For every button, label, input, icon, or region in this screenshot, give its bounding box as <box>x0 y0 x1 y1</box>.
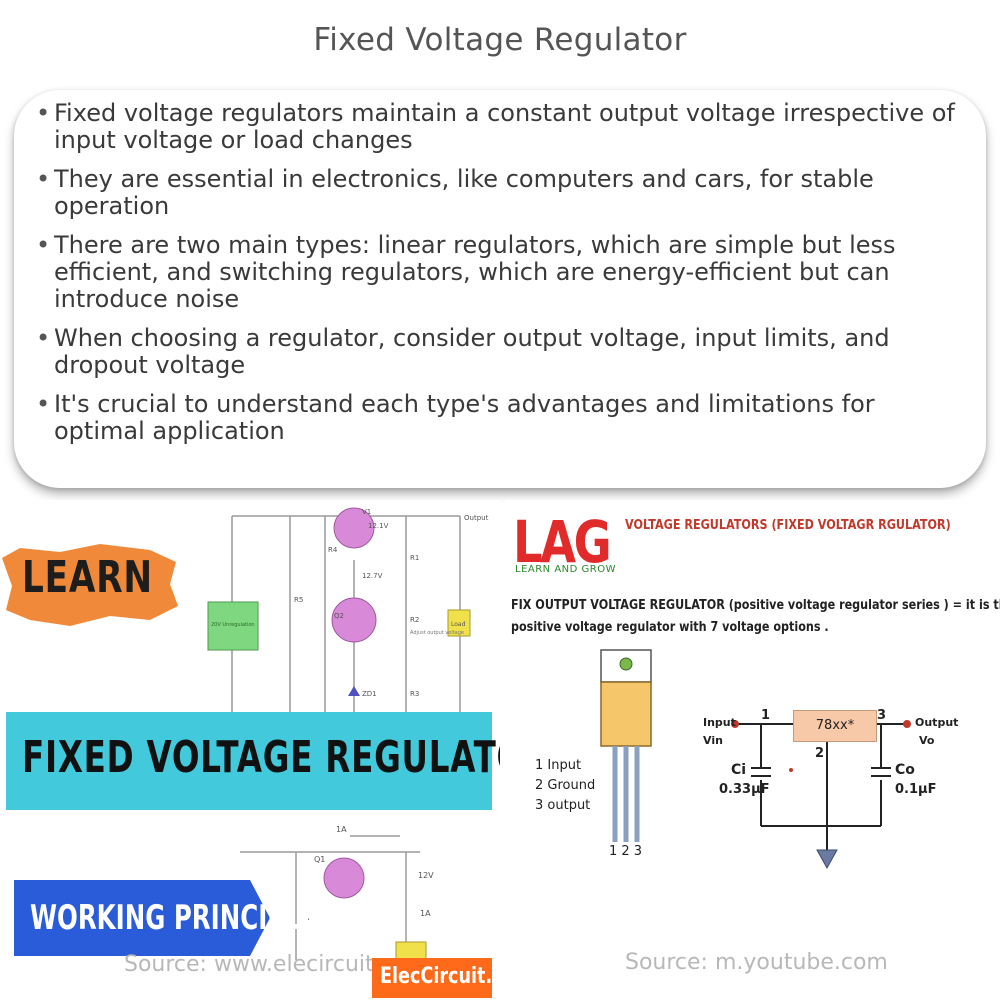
regulator-hole <box>619 657 633 671</box>
bullet-list: Fixed voltage regulators maintain a cons… <box>36 100 964 445</box>
label-r4: R4 <box>328 546 338 554</box>
pin-2-label: 2 Ground <box>535 778 596 793</box>
ci-value: 0.33µF <box>719 782 770 797</box>
co-value: 0.1µF <box>895 782 937 797</box>
bullet-card: Fixed voltage regulators maintain a cons… <box>14 90 986 488</box>
label-1a: 1A <box>336 825 347 834</box>
ci-label: Ci <box>731 762 747 778</box>
label-r: R <box>304 913 310 922</box>
label-zd1: ZD1 <box>362 690 377 698</box>
right-line-1: FIX OUTPUT VOLTAGE REGULATOR (positive v… <box>511 598 1000 613</box>
page-title: Fixed Voltage Regulator <box>313 22 687 58</box>
cyan-band <box>6 712 492 810</box>
transistor-q1 <box>323 857 365 899</box>
bullet-item: Fixed voltage regulators maintain a cons… <box>36 100 964 154</box>
label-r2: R2 <box>410 616 419 624</box>
load-box <box>447 609 471 637</box>
left-circuit-diagram: V1 12.1V Output R4 R1 12.7V R5 Q2 R2 Adj… <box>207 507 489 967</box>
mid-dot <box>789 768 793 772</box>
label-12-1v: 12.1V <box>368 522 389 530</box>
label-q2: Q2 <box>334 612 344 620</box>
label-v1: V1 <box>362 508 371 516</box>
node-2: 2 <box>815 746 825 761</box>
learn-splash <box>2 544 178 626</box>
regulator-body <box>600 681 652 747</box>
lag-logo: LAG <box>513 508 612 576</box>
node-3: 3 <box>877 708 887 723</box>
elec-badge <box>372 958 492 998</box>
output-label: Output <box>915 716 959 729</box>
pin-numbers: 1 2 3 <box>609 844 643 859</box>
label-output: Output <box>464 514 489 522</box>
label-r1: R1 <box>410 554 419 562</box>
input-label: Input <box>703 716 736 729</box>
bullet-item: There are two main types: linear regulat… <box>36 232 964 313</box>
lag-logo-sub: LEARN AND GROW <box>515 564 616 575</box>
working-principle-banner <box>14 880 270 956</box>
ground-symbol <box>816 849 838 870</box>
label-q1: Q1 <box>314 855 325 864</box>
unregulated-source <box>207 601 259 651</box>
label-12-7v: 12.7V <box>362 572 383 580</box>
vin-label: Vin <box>703 734 723 747</box>
vo-label: Vo <box>919 734 935 747</box>
input-terminal <box>731 720 739 728</box>
source-right: Source: m.youtube.com <box>625 950 888 975</box>
pin-1-label: 1 Input <box>535 758 582 773</box>
bullet-item: They are essential in electronics, like … <box>36 166 964 220</box>
label-1a-2: 1A <box>420 909 431 918</box>
bullet-item: When choosing a regulator, consider outp… <box>36 325 964 379</box>
label-r5: R5 <box>294 596 303 604</box>
right-heading: VOLTAGE REGULATORS (FIXED VOLTAGR RGULAT… <box>625 518 951 533</box>
working-principle-label: WORKING PRINCIPLE <box>30 898 318 938</box>
label-adjust: Adjust output voltage <box>410 630 464 636</box>
right-image: LAG LEARN AND GROW VOLTAGE REGULATORS (F… <box>505 500 1000 1000</box>
pin-3-label: 3 output <box>535 798 591 813</box>
regulator-78xx: 78xx* <box>793 710 877 742</box>
label-r3: R3 <box>410 690 419 698</box>
output-terminal <box>903 720 911 728</box>
right-line-2: positive voltage regulator with 7 voltag… <box>511 620 829 635</box>
transistor-q2 <box>331 597 377 643</box>
elec-badge-label: ElecCircuit.com <box>380 964 500 989</box>
bullet-item: It's crucial to understand each type's a… <box>36 391 964 445</box>
banner-label: FIXED VOLTAGE REGULATOR <box>22 732 500 783</box>
transistor-q1-top <box>333 507 375 549</box>
label-load: Load <box>451 621 466 628</box>
label-12v: 12V <box>418 871 434 880</box>
zener-diode <box>348 686 360 696</box>
regulator-diagram <box>600 649 911 870</box>
left-image: V1 12.1V Output R4 R1 12.7V R5 Q2 R2 Adj… <box>0 500 500 1000</box>
label-unreg: 20V Unregulation <box>211 622 255 628</box>
co-label: Co <box>895 762 915 778</box>
node-1: 1 <box>761 708 771 723</box>
learn-label: LEARN <box>22 552 153 603</box>
